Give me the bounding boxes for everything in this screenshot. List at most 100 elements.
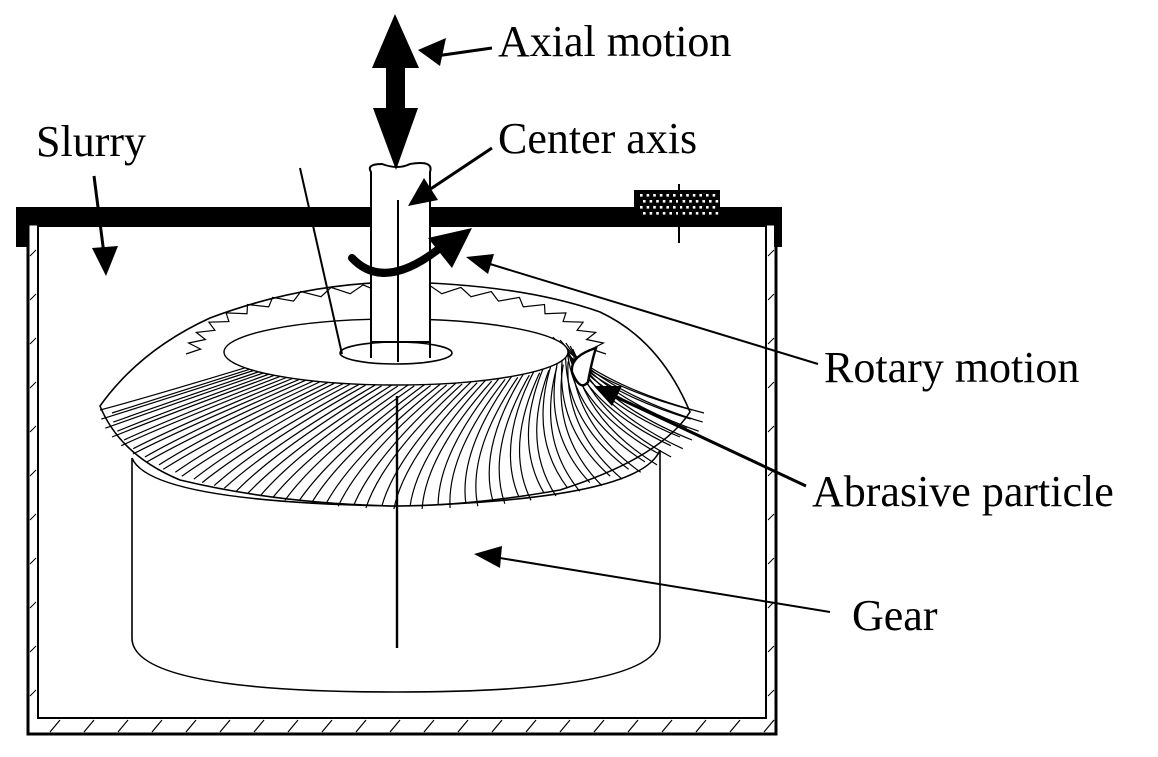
gear-tooth-line <box>99 367 246 411</box>
gear-tooth-line <box>337 384 447 507</box>
port-dot <box>676 200 679 203</box>
hatch-mark <box>151 719 163 733</box>
hatch-mark <box>593 719 605 733</box>
hatch-mark <box>29 469 37 477</box>
hatch-mark <box>767 689 775 697</box>
hatch-mark <box>389 719 401 733</box>
port-dot <box>686 194 689 197</box>
port-dot <box>682 212 686 215</box>
gear-tooth-line <box>421 380 493 509</box>
hatch-mark <box>29 689 37 697</box>
gear-tooth-line <box>509 371 535 498</box>
port-dot <box>702 212 705 215</box>
port-dot <box>656 212 659 215</box>
abrasive-particle-shape <box>570 346 598 387</box>
hatch-mark <box>767 645 775 653</box>
gear-tooth-line <box>146 380 314 463</box>
gear-tooth-line <box>527 368 545 494</box>
port-dot <box>695 212 699 215</box>
gear-tooth-line <box>310 385 431 505</box>
hatch-mark <box>117 719 129 733</box>
gear-tooth-line <box>201 383 360 484</box>
center-axis-leader <box>425 146 493 194</box>
port-dot <box>709 200 712 203</box>
port-dot <box>679 194 683 197</box>
port-dot <box>649 212 653 215</box>
hatch-mark <box>767 337 775 345</box>
shaft <box>368 162 432 648</box>
slurry-flow-line <box>299 167 343 355</box>
gear-tooth-line <box>235 385 382 492</box>
port-dot <box>715 212 719 215</box>
port-dot <box>666 194 669 197</box>
axial-motion-leader-head <box>418 38 446 66</box>
slurry-port <box>634 184 720 243</box>
axial-motion-arrow <box>372 14 419 170</box>
gear-tooth-line <box>542 366 569 489</box>
hatch-mark <box>729 719 741 733</box>
port-dot <box>676 212 679 215</box>
gear-tooth-line <box>120 376 287 447</box>
gear-tooth-line <box>158 381 320 466</box>
port-dot <box>692 206 696 209</box>
port-dot <box>669 200 672 203</box>
hatch-mark <box>29 293 37 301</box>
port-dot <box>699 206 702 209</box>
gear-tooth-line <box>325 383 441 504</box>
rotary-motion-arrow <box>348 228 472 277</box>
gear-tooth-line <box>272 384 409 498</box>
gear-tooth-line <box>259 385 399 497</box>
hatch-mark <box>767 381 775 389</box>
tank-lid <box>16 207 782 247</box>
port-dot <box>659 206 663 209</box>
gear-bore <box>339 341 453 365</box>
hatch-mark <box>29 645 37 653</box>
gear-tooth-line <box>105 372 264 429</box>
tank-side-hatching <box>29 249 775 697</box>
hatch-mark <box>83 719 95 733</box>
gear-leader-head <box>474 546 502 568</box>
hatch-mark <box>29 381 37 389</box>
port-dot <box>669 212 672 215</box>
gear-tooth-line <box>181 382 344 477</box>
label-center-axis: Center axis <box>498 114 697 163</box>
hatch-mark <box>29 557 37 565</box>
hatch-mark <box>763 719 775 733</box>
rotary-arc <box>348 244 444 277</box>
tank-bottom-hatching <box>49 719 775 733</box>
port-dot <box>659 194 663 197</box>
hatch-mark <box>29 513 37 521</box>
gear-tooth-line <box>475 377 519 507</box>
hatch-mark <box>29 337 37 345</box>
gear-tooth-line <box>132 378 300 455</box>
hatch-mark <box>219 719 231 733</box>
port-dot <box>712 206 716 209</box>
hatch-mark <box>491 719 503 733</box>
gear-tooth-line <box>553 363 591 484</box>
hatch-mark <box>695 719 707 733</box>
gear-tooth-line <box>498 374 530 504</box>
hatch-mark <box>627 719 639 733</box>
hatch-mark <box>661 719 673 733</box>
gear-tooth-line <box>365 383 463 509</box>
port-dot <box>692 194 696 197</box>
gear-tooth-line <box>409 379 487 506</box>
label-slurry: Slurry <box>36 117 146 166</box>
hatch-mark <box>767 293 775 301</box>
hatch-mark <box>29 249 37 257</box>
port-dot <box>679 206 683 209</box>
hatch-mark <box>767 513 775 521</box>
port-dot <box>689 200 692 203</box>
slurry-leader <box>92 175 106 255</box>
label-axial-motion: Axial motion <box>498 17 731 66</box>
port-dot <box>706 206 709 209</box>
axial-motion-leader <box>435 46 493 58</box>
gear-tooth-line <box>381 381 472 507</box>
hatch-mark <box>559 719 571 733</box>
gear-tooth-line <box>488 373 524 501</box>
gear-tooth-line <box>298 384 425 502</box>
gear-tooth-line <box>565 357 630 470</box>
hatch-mark <box>423 719 435 733</box>
